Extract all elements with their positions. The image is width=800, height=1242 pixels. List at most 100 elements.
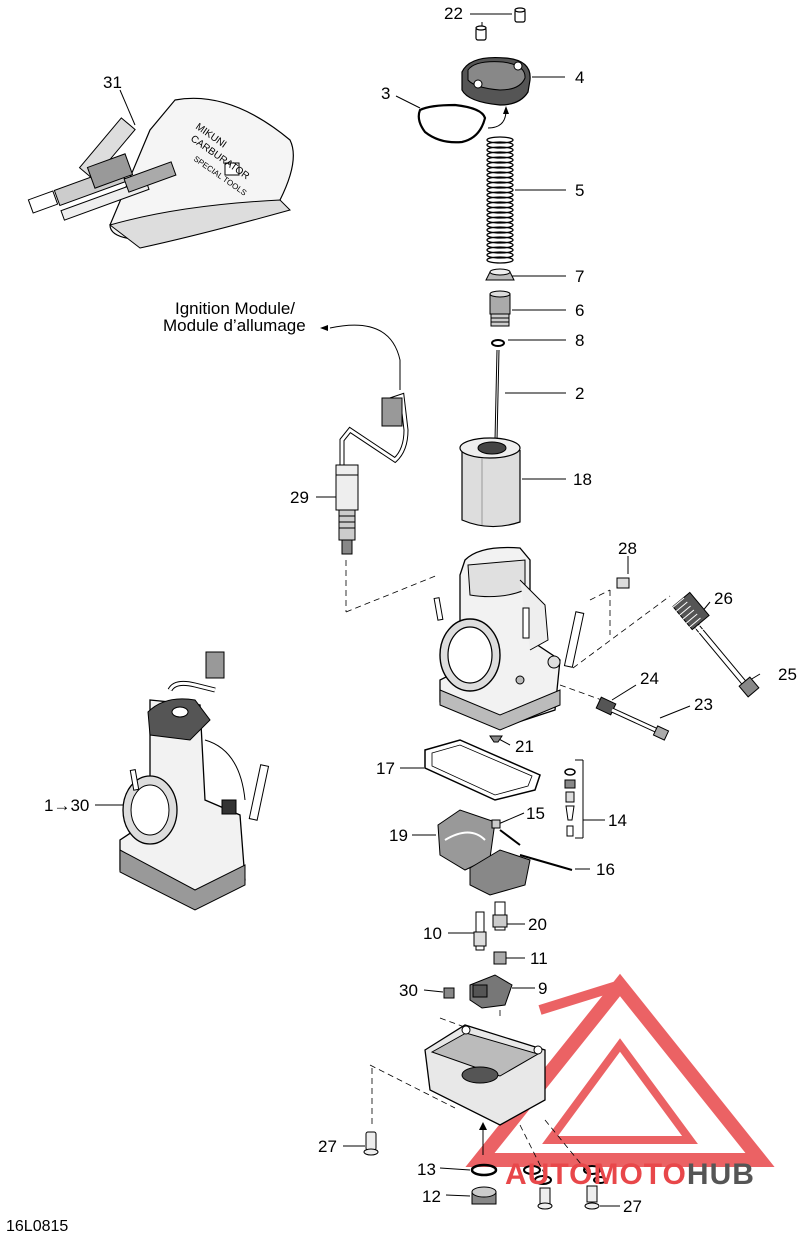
callout-16: 16 [596, 860, 615, 879]
spring-coil [486, 171, 514, 179]
spring-coil [486, 241, 514, 249]
carb-cap-4 [461, 56, 531, 106]
callout-4: 4 [575, 68, 585, 87]
spring-coil [486, 176, 514, 184]
callout-26: 26 [714, 589, 733, 608]
callout-17: 17 [376, 759, 395, 778]
spring-coil [486, 181, 514, 189]
pin-16 [519, 854, 573, 871]
diagram-code: 16L0815 [6, 1218, 69, 1235]
spring-coil [486, 246, 514, 254]
callout-31: 31 [103, 73, 122, 92]
spring-coil [688, 617, 701, 629]
washers [523, 1165, 607, 1185]
spring-seat-7 [485, 268, 515, 281]
spring-coil [671, 597, 685, 609]
callout-7: 7 [575, 267, 585, 286]
callout-28: 28 [618, 539, 637, 558]
spring-coil [694, 625, 708, 637]
callout-25: 25 [778, 665, 797, 684]
spring-coils [486, 136, 514, 264]
screw-27 [363, 1131, 600, 1210]
spring-coil [486, 216, 514, 224]
spring-coil [678, 605, 691, 617]
callout-27b: 27 [623, 1197, 642, 1216]
spring-coil [486, 256, 514, 264]
throttle-sensor-29 [335, 392, 409, 555]
gasket-17 [424, 739, 541, 801]
callout-29: 29 [290, 488, 309, 507]
watermark-part-2: HUB [686, 1158, 755, 1191]
callout-11: 11 [530, 949, 548, 968]
tool-kit-31: MIKUNI CARBURATOR SPECIAL TOOLS [27, 97, 294, 249]
callout-12: 12 [422, 1187, 441, 1206]
watermark-part-1: AUTOMOTO [505, 1158, 687, 1191]
spring-coil [684, 613, 698, 625]
callout-20: 20 [528, 915, 547, 934]
spring-coil [486, 151, 514, 159]
oring-13 [470, 1163, 498, 1177]
callout-9: 9 [538, 979, 548, 998]
spring-coil [486, 146, 514, 154]
callout-30: 30 [399, 981, 418, 1000]
ignition-wire [329, 324, 401, 390]
carburetor-body [433, 546, 585, 731]
spring-coil [486, 141, 514, 149]
watermark-logo [465, 973, 775, 1167]
callout-5: 5 [575, 181, 585, 200]
spring-coil [486, 156, 514, 164]
needle-valve-kit-14 [564, 768, 576, 837]
callout-19: 19 [389, 826, 408, 845]
plug-12 [471, 1186, 497, 1205]
baffle-9 [469, 974, 513, 1009]
spring-coil [486, 231, 514, 239]
spring-coil [486, 186, 514, 194]
callout-15: 15 [526, 804, 545, 823]
callout-3: 3 [381, 84, 391, 103]
float-19 [437, 809, 531, 896]
spring-coil [681, 609, 695, 621]
spring-coil [486, 161, 514, 169]
spring-coil [486, 196, 514, 204]
spring-coil [486, 251, 514, 259]
clip-8 [491, 339, 505, 347]
complete-carburetor [119, 651, 270, 911]
spring-coil [486, 226, 514, 234]
callout-8: 8 [575, 331, 585, 350]
float-bowl [424, 1024, 546, 1126]
needle-holder-6 [489, 290, 511, 327]
throttle-slide-18 [459, 437, 521, 528]
callout-14: 14 [608, 811, 627, 830]
callout-21: 21 [515, 737, 534, 756]
screw-22 [475, 7, 526, 41]
spring-coil [486, 191, 514, 199]
spring-coil [486, 211, 514, 219]
spring-coil [486, 206, 514, 214]
ignition-module-label-en: Ignition Module/ [175, 299, 296, 318]
adjust-screw-25-26 [671, 591, 760, 698]
plug-21 [489, 735, 503, 743]
idle-screw-23-24 [595, 696, 670, 741]
callout-23: 23 [694, 695, 713, 714]
screw-30 [443, 987, 455, 999]
callout-10: 10 [423, 924, 442, 943]
spring-coil [486, 221, 514, 229]
watermark-text: AUTOMOTOHUB [505, 1160, 755, 1190]
spring-coil [486, 201, 514, 209]
spring-coil [486, 166, 514, 174]
callout-13: 13 [417, 1160, 436, 1179]
needle-2 [494, 349, 500, 441]
callout-24: 24 [640, 669, 659, 688]
spring-coil [691, 621, 705, 633]
callout-22: 22 [444, 4, 463, 23]
gasket-3 [417, 103, 487, 144]
leader-lines [95, 13, 761, 1207]
callout-1-arrow-30: 1→30 [44, 796, 90, 815]
ignition-module-label-fr: Module d’allumage [163, 316, 306, 335]
screw-28 [616, 577, 630, 589]
spring-coil [674, 601, 688, 613]
callout-6: 6 [575, 301, 585, 320]
jets-10-11-20 [473, 901, 508, 965]
